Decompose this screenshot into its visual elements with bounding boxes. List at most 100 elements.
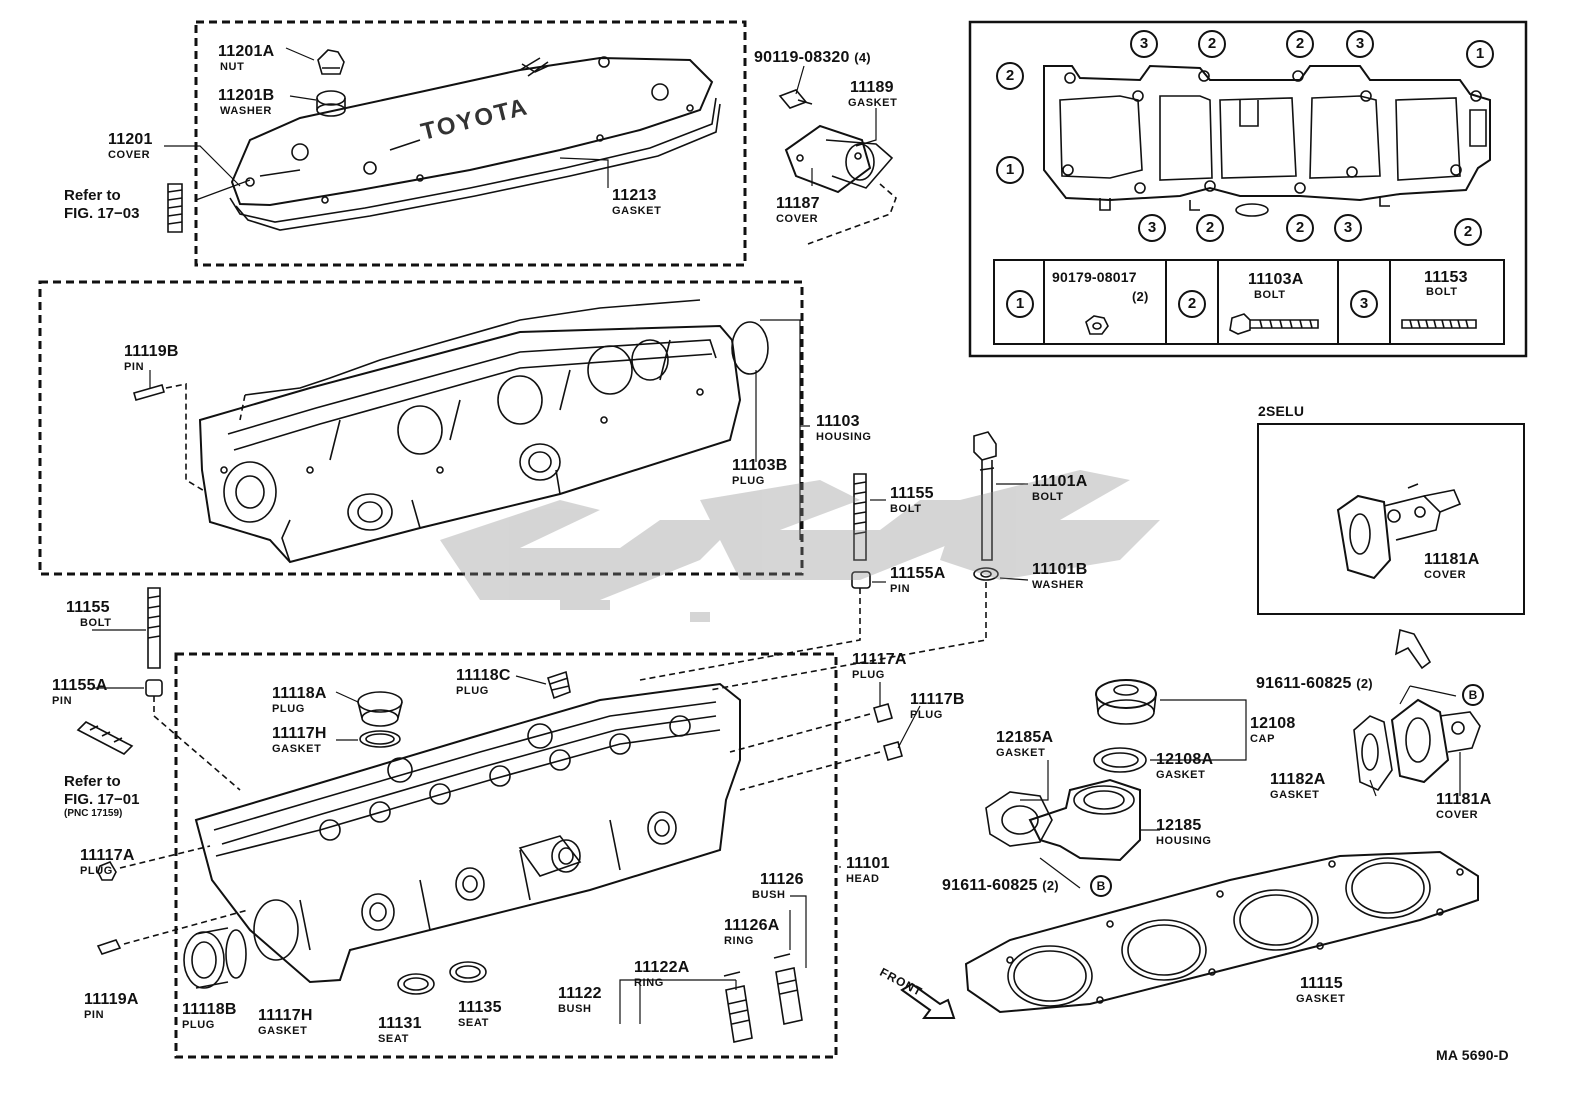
part-name: PLUG	[456, 685, 489, 697]
part-number: 11118A	[272, 685, 327, 702]
label-11126: 11126 BUSH	[752, 872, 804, 901]
part-name: PLUG	[910, 709, 943, 721]
table-marker-3: 3	[1350, 290, 1378, 318]
part-name: GASKET	[1156, 769, 1206, 781]
part-name: SEAT	[378, 1033, 409, 1045]
watermark-logo	[440, 470, 1160, 622]
label-11101A: 11101A BOLT	[1032, 474, 1087, 503]
label-11155A-center: 11155A PIN	[890, 566, 945, 595]
part-name: WASHER	[1032, 579, 1084, 591]
part-number: 11155	[890, 485, 934, 502]
label-11101: 11101 HEAD	[846, 856, 890, 885]
part-number: 11117A	[852, 651, 907, 668]
part-number: 11201B	[218, 87, 275, 104]
part-name: PLUG	[732, 475, 765, 487]
part-number: 12185A	[996, 729, 1054, 746]
leader-lines	[92, 47, 1461, 1024]
marker-top-5: 1	[1466, 40, 1494, 68]
part-number: 11101B	[1032, 561, 1088, 578]
part-number: 11119B	[124, 343, 179, 360]
label-11103: 11103 HOUSING	[816, 414, 872, 443]
part-number: 11181A	[1436, 791, 1492, 808]
label-12108A: 12108A GASKET	[1156, 752, 1213, 781]
label-12185: 12185 HOUSING	[1156, 818, 1212, 847]
label-11122A: 11122A RING	[634, 960, 689, 989]
part-number: 11155A	[52, 677, 108, 694]
part-number: 11187	[776, 195, 820, 212]
part-name: COVER	[776, 213, 819, 225]
part-name: PLUG	[272, 703, 305, 715]
part-number: 11201	[108, 131, 153, 148]
part-name: PLUG	[80, 865, 113, 877]
part-name: BUSH	[752, 889, 786, 901]
part-name: CAP	[1250, 733, 1276, 745]
marker-bottom-1: 3	[1138, 214, 1166, 242]
marker-top-2: 2	[1198, 30, 1226, 58]
part-number: 11119A	[84, 991, 139, 1008]
label-11101B: 11101B WASHER	[1032, 562, 1087, 591]
part-name: HOUSING	[816, 431, 872, 443]
marker-top-4: 3	[1346, 30, 1374, 58]
inset-title-2selu: 2SELU	[1258, 403, 1305, 419]
head-gasket-drawing	[964, 850, 1479, 1014]
label-12108: 12108 CAP	[1250, 716, 1296, 745]
small-cover-drawing	[778, 89, 897, 245]
ref-line1: Refer to	[64, 773, 121, 790]
label-11118B: 11118B PLUG	[182, 1002, 237, 1031]
label-11131: 11131 SEAT	[378, 1016, 422, 1045]
drawing-id: MA 5690-D	[1436, 1047, 1509, 1063]
marker-top-1: 3	[1130, 30, 1158, 58]
table-part-11153: 11153	[1424, 269, 1468, 286]
part-name: GASKET	[1270, 789, 1320, 801]
part-name: PIN	[890, 583, 911, 595]
label-90119: 90119-08320 (4)	[754, 50, 871, 66]
part-number: 11115	[1300, 975, 1343, 992]
label-11182A: 11182A GASKET	[1270, 772, 1325, 801]
part-number: 11122A	[634, 959, 690, 976]
part-number: 11117B	[910, 691, 965, 708]
part-number: 11181A	[1424, 551, 1480, 568]
label-11119B: 11119B PIN	[124, 344, 179, 373]
label-11117A-left: 11117A PLUG	[80, 848, 135, 877]
part-number: 11182A	[1270, 771, 1326, 788]
marker-left-2: 1	[996, 156, 1024, 184]
marker-bottom-2: 2	[1196, 214, 1224, 242]
part-name: NUT	[220, 61, 245, 73]
marker-left-1: 2	[996, 62, 1024, 90]
label-11118C: 11118C PLUG	[456, 668, 511, 697]
part-number: 11117A	[80, 847, 135, 864]
part-number: 11126	[760, 871, 804, 888]
part-number: 11155	[66, 599, 110, 616]
ref-marker-B-upper: B	[1462, 684, 1484, 706]
part-name: BOLT	[80, 617, 112, 629]
part-name: GASKET	[848, 97, 898, 109]
center-bolts-drawing	[639, 431, 999, 691]
label-11122: 11122 BUSH	[558, 986, 602, 1015]
part-name: GASKET	[258, 1025, 308, 1037]
housing-group-box	[38, 280, 804, 576]
part-name: PIN	[124, 361, 145, 373]
part-name: HEAD	[846, 873, 880, 885]
ref-marker-B-lower: B	[1090, 875, 1112, 897]
part-name: HOUSING	[1156, 835, 1212, 847]
label-11126A: 11126A RING	[724, 918, 779, 947]
valve-cover-drawing	[167, 49, 721, 233]
label-11155-center: 11155 BOLT	[890, 486, 934, 515]
table-name-11153: BOLT	[1426, 286, 1458, 298]
part-name: GASKET	[996, 747, 1046, 759]
part-number: 11103	[816, 413, 860, 430]
part-qty: (4)	[854, 50, 871, 65]
label-11117B: 11117B PLUG	[910, 692, 965, 721]
label-11187: 11187 COVER	[776, 196, 820, 225]
part-name: PLUG	[182, 1019, 215, 1031]
label-11181A-main: 11181A COVER	[1436, 792, 1491, 821]
label-ref-17-01: Refer to FIG. 17−01 (PNC 17159)	[64, 774, 139, 819]
part-number: 11126A	[724, 917, 780, 934]
water-outlet-drawing	[985, 679, 1481, 862]
part-number: 91611-60825	[1256, 675, 1352, 692]
label-11103B: 11103B PLUG	[732, 458, 787, 487]
part-name: GASKET	[1296, 993, 1346, 1005]
part-name: PIN	[84, 1009, 105, 1021]
part-name: BOLT	[1032, 491, 1064, 503]
part-name: PLUG	[852, 669, 885, 681]
